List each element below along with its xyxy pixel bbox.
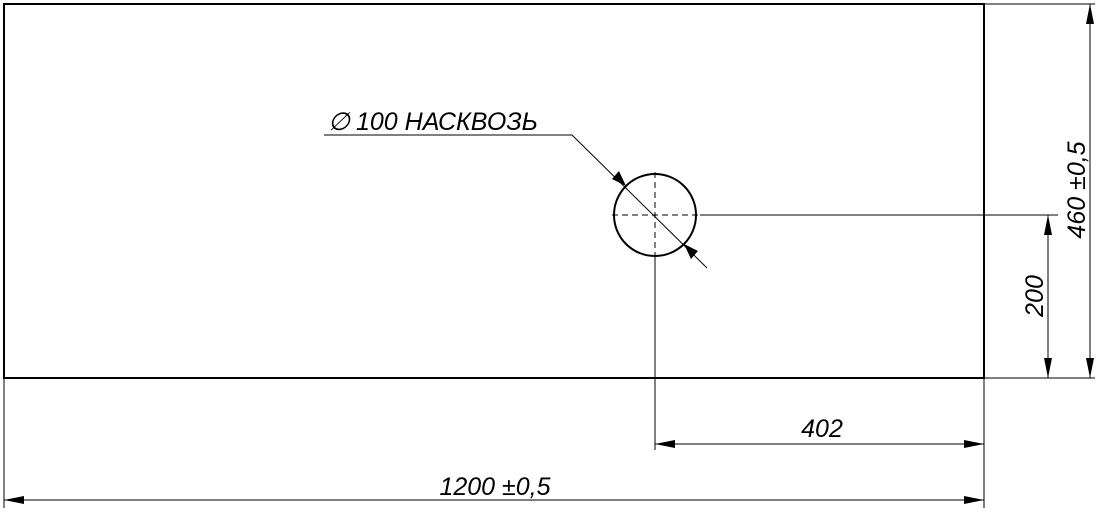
callout-arrow-upper bbox=[612, 171, 626, 186]
dim-200-arrow-bottom bbox=[1044, 358, 1052, 378]
callout-label: 100 НАСКВОЗЬ bbox=[356, 108, 538, 136]
dim-width-label: 1200 ±0,5 bbox=[439, 473, 550, 501]
dim-width-arrow-right bbox=[964, 496, 984, 504]
dim-height-arrow-top bbox=[1086, 4, 1094, 24]
dim-width-arrow-left bbox=[4, 496, 24, 504]
callout-leader bbox=[571, 134, 708, 269]
dim-402-arrow-left bbox=[655, 440, 675, 448]
dim-200-label: 200 bbox=[1021, 275, 1049, 318]
dim-height-label: 460 ±0,5 bbox=[1063, 141, 1091, 238]
dim-402-arrow-right bbox=[964, 440, 984, 448]
callout-diameter-symbol: ∅ bbox=[328, 108, 351, 136]
dim-height-arrow-bottom bbox=[1086, 358, 1094, 378]
panel-outline bbox=[3, 3, 985, 379]
dim-200-arrow-top bbox=[1044, 215, 1052, 235]
callout-arrow-lower bbox=[684, 244, 698, 259]
dim-402-label: 402 bbox=[801, 415, 843, 443]
